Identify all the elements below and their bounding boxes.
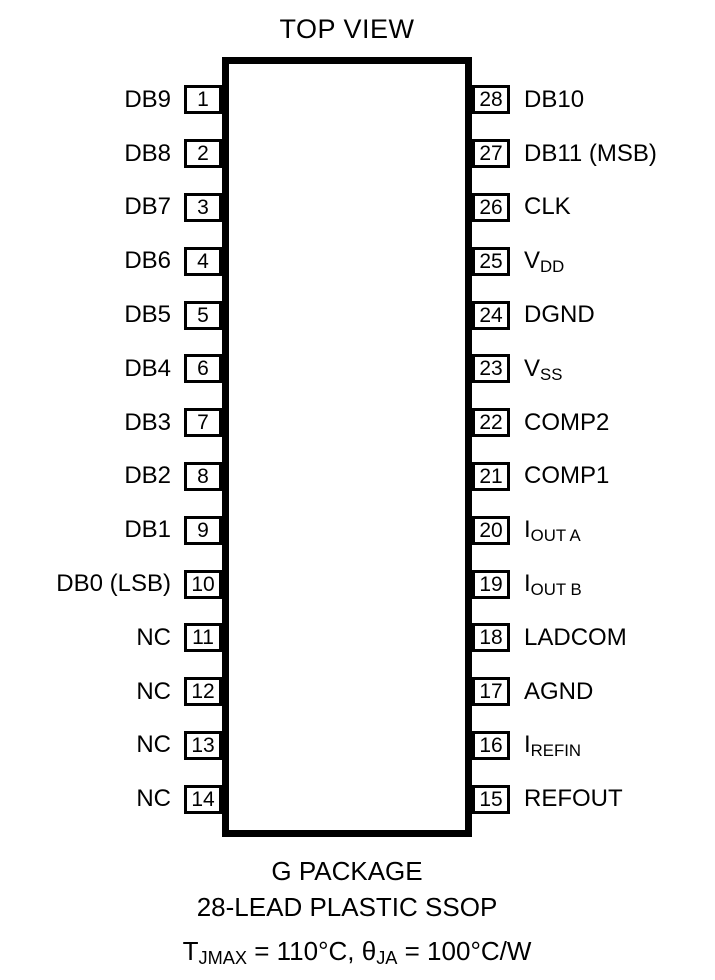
subscript-text: SS (540, 364, 563, 384)
pin-row-21: 21 COMP1 (472, 450, 715, 504)
pin-number-box: 8 (184, 461, 222, 491)
pin-row-6: DB4 6 (0, 342, 222, 396)
pin-label: VSS (524, 354, 563, 384)
pin-label: REFOUT (524, 785, 623, 813)
pin-label: AGND (524, 677, 594, 705)
pin-number-box: 7 (184, 408, 222, 438)
thermal-specs: TJMAX = 110°C, θJA = 100°C/W (182, 936, 532, 968)
pin-number-box: 18 (472, 623, 510, 653)
pin-label: DB1 (124, 516, 171, 544)
pin-label: DB10 (524, 85, 585, 113)
pin-number-box: 10 (184, 569, 222, 599)
pin-label: NC (136, 731, 171, 759)
pin-label: DB7 (124, 193, 171, 221)
pin-row-23: 23 VSS (472, 342, 715, 396)
chip-body-outline (222, 57, 472, 837)
subscript-text: OUT A (530, 525, 581, 545)
pin-row-17: 17 AGND (472, 665, 715, 719)
pin-row-5: DB5 5 (0, 288, 222, 342)
pin-label: COMP1 (524, 462, 610, 490)
pin-number-box: 2 (184, 139, 222, 169)
pin-row-4: DB6 4 (0, 234, 222, 288)
pin-row-28: 28 DB10 (472, 73, 715, 127)
pin-number-box: 9 (184, 515, 222, 545)
pin-row-9: DB1 9 (0, 503, 222, 557)
pin-label: VDD (524, 247, 565, 276)
pin-number-box: 15 (472, 784, 510, 814)
pin-number-box: 22 (472, 408, 510, 438)
pin-row-3: DB7 3 (0, 181, 222, 235)
pin-row-19: 19 IOUT B (472, 557, 715, 611)
pin-label: DB3 (124, 408, 171, 436)
pin-number-box: 17 (472, 677, 510, 707)
pin-label: COMP2 (524, 408, 610, 436)
pin-number-box: 14 (184, 784, 222, 814)
pin-label: DB4 (124, 354, 171, 382)
pin-label: DB5 (124, 301, 171, 329)
pin-row-25: 25 VDD (472, 234, 715, 288)
pin-label: IOUT B (524, 570, 582, 599)
pin-number-box: 16 (472, 730, 510, 760)
pin-row-14: NC 14 (0, 772, 222, 826)
subscript-text: JMAX (198, 948, 248, 968)
pin-row-16: 16 IREFIN (472, 719, 715, 773)
pin-label: NC (136, 785, 171, 813)
pin-number-box: 5 (184, 300, 222, 330)
pin-label: IREFIN (524, 731, 582, 761)
pin-number-box: 26 (472, 192, 510, 222)
pin-number-box: 27 (472, 139, 510, 169)
pin-row-11: NC 11 (0, 611, 222, 665)
pin-number-box: 1 (184, 85, 222, 115)
pin-row-13: NC 13 (0, 719, 222, 773)
pin-number-box: 13 (184, 730, 222, 760)
pin-row-1: DB9 1 (0, 73, 222, 127)
pin-label: NC (136, 677, 171, 705)
package-description: 28-LEAD PLASTIC SSOP (196, 892, 498, 922)
pin-number-box: 12 (184, 677, 222, 707)
pin-number-box: 6 (184, 354, 222, 384)
subscript-text: OUT B (530, 579, 582, 599)
pin-row-27: 27 DB11 (MSB) (472, 127, 715, 181)
pin-label: DB9 (124, 85, 171, 113)
pin-label: DB11 (MSB) (524, 139, 657, 167)
pin-label: DB2 (124, 462, 171, 490)
pin-label: DB0 (LSB) (56, 570, 171, 598)
pin-row-8: DB2 8 (0, 450, 222, 504)
pin-number-box: 24 (472, 300, 510, 330)
pin-label: DGND (524, 301, 595, 329)
pin-number-box: 21 (472, 461, 510, 491)
pin-label: CLK (524, 193, 571, 221)
pin-label: NC (136, 623, 171, 651)
pin-number-box: 3 (184, 192, 222, 222)
pin-number-box: 20 (472, 515, 510, 545)
pin-label: DB8 (124, 139, 171, 167)
pin-number-box: 19 (472, 569, 510, 599)
pin-row-20: 20 IOUT A (472, 503, 715, 557)
subscript-text: DD (540, 256, 565, 276)
pin-row-2: DB8 2 (0, 127, 222, 181)
pin-row-24: 24 DGND (472, 288, 715, 342)
pin-row-22: 22 COMP2 (472, 396, 715, 450)
pin-number-box: 28 (472, 85, 510, 115)
pin-number-box: 11 (184, 623, 222, 653)
pin-row-7: DB3 7 (0, 396, 222, 450)
subscript-text: REFIN (530, 741, 582, 761)
pin-row-15: 15 REFOUT (472, 772, 715, 826)
pin-label: DB6 (124, 247, 171, 275)
pin-number-box: 4 (184, 246, 222, 276)
pin-row-10: DB0 (LSB) 10 (0, 557, 222, 611)
subscript-text: JA (376, 948, 398, 968)
top-view-title: TOP VIEW (279, 14, 415, 44)
package-name: G PACKAGE (271, 856, 423, 886)
pin-label: IOUT A (524, 516, 581, 545)
pin-number-box: 23 (472, 354, 510, 384)
pin-row-12: NC 12 (0, 665, 222, 719)
pin-row-18: 18 LADCOM (472, 611, 715, 665)
pin-number-box: 25 (472, 246, 510, 276)
pin-row-26: 26 CLK (472, 181, 715, 235)
pin-label: LADCOM (524, 623, 627, 651)
